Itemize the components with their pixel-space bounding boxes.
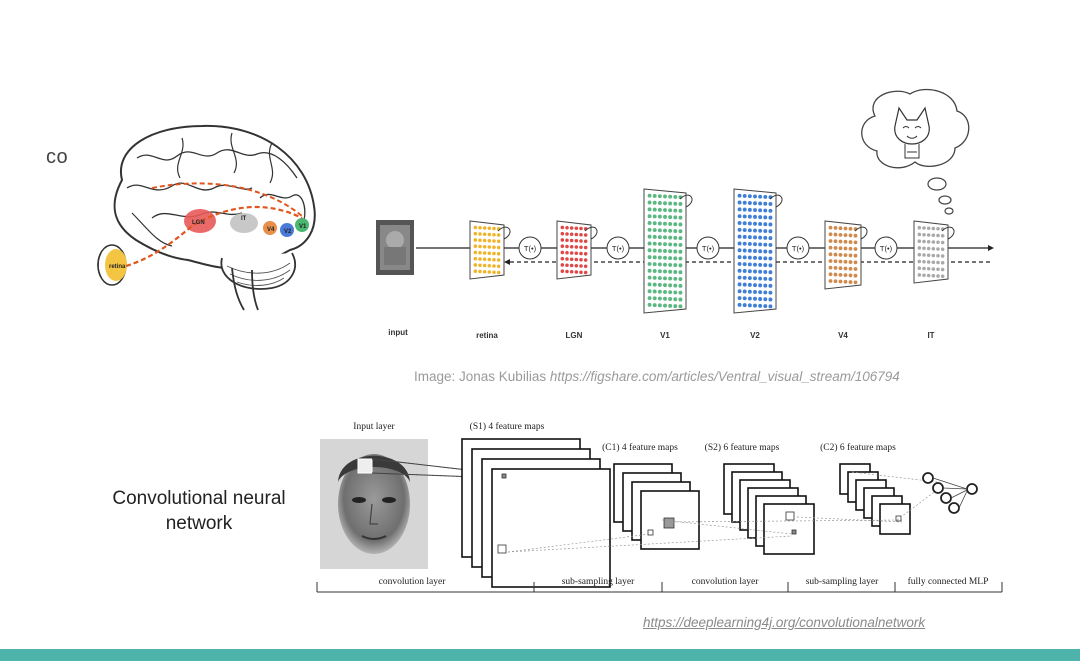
v2-layer [733, 188, 783, 314]
retina-layer [469, 220, 511, 280]
receptive-field-marker [663, 517, 675, 529]
stage-label-v1: V1 [660, 331, 670, 340]
transform-node: T(•) [696, 236, 720, 260]
receptive-field-marker [895, 515, 902, 522]
bracket-label-conv2: convolution layer [692, 577, 760, 587]
cnn-label-c2: (C2) 6 feature maps [820, 442, 896, 453]
mlp-nodes [922, 472, 978, 514]
stage-label-v2: V2 [750, 331, 760, 340]
s2-feature-maps [723, 463, 815, 555]
receptive-field-marker [791, 529, 797, 535]
footer-accent-bar [0, 649, 1080, 661]
cnn-diagram: Input layer (S1) 4 feature maps (C1) 4 f… [316, 421, 1003, 593]
stage-label-retina: retina [476, 331, 498, 340]
cnn-label-input-layer: Input layer [353, 422, 395, 432]
brain-label-v1: V1 [299, 224, 307, 230]
receptive-field-marker [501, 473, 507, 479]
brain-label-retina: retina [109, 264, 126, 270]
image-credit-link[interactable]: https://figshare.com/articles/Ventral_vi… [549, 369, 900, 384]
stage-label-it: IT [927, 331, 934, 340]
transform-node: T(•) [518, 236, 542, 260]
transform-node: T(•) [874, 236, 898, 260]
transform-label: T(•) [880, 244, 893, 253]
v1-layer [643, 188, 693, 314]
input-photo [376, 220, 414, 275]
s1-feature-maps [461, 438, 611, 588]
brain-label-it: IT [241, 216, 247, 222]
image-credit-prefix: Image: Jonas Kubilias [414, 369, 550, 384]
layer-bracket [316, 582, 1003, 593]
lgn-layer [556, 220, 598, 280]
transform-label: T(•) [702, 244, 715, 253]
transform-node: T(•) [786, 236, 810, 260]
brain-label-v2: V2 [284, 229, 292, 235]
image-credit: Image: Jonas Kubilias https://figshare.c… [414, 369, 900, 384]
bracket-label-mlp: fully connected MLP [908, 576, 989, 587]
brain-label-v4: V4 [267, 227, 275, 233]
bracket-label-conv1: convolution layer [379, 577, 447, 587]
transform-label: T(•) [612, 244, 625, 253]
receptive-field-marker [785, 511, 795, 521]
stage-label-v4: V4 [838, 331, 848, 340]
stage-label-lgn: LGN [566, 331, 583, 340]
cnn-label-s2: (S2) 6 feature maps [705, 442, 780, 453]
deeplearning4j-link[interactable]: https://deeplearning4j.org/convolutional… [643, 615, 926, 630]
bracket-label-sub2: sub-sampling layer [806, 577, 879, 587]
it-layer [913, 220, 955, 284]
cnn-label-c1: (C1) 4 feature maps [602, 442, 678, 453]
c1-feature-maps [613, 463, 700, 550]
cnn-label-line1: Convolutional neural [112, 488, 286, 509]
transform-label: T(•) [792, 244, 805, 253]
transform-node: T(•) [606, 236, 630, 260]
brain-illustration: LGN IT V4 V2 V1 retina [97, 124, 316, 311]
cnn-label-line2: network [165, 513, 233, 534]
receptive-field-marker [497, 544, 507, 554]
cnn-label-s1: (S1) 4 feature maps [470, 421, 545, 432]
slide-title-partial: co [46, 146, 69, 168]
receptive-field-marker [647, 529, 654, 536]
bracket-label-sub1: sub-sampling layer [562, 577, 635, 587]
transform-label: T(•) [524, 244, 537, 253]
cnn-label: Convolutional neural network [94, 486, 304, 536]
input-face-image [320, 439, 428, 569]
thought-bubble-cat [861, 88, 970, 215]
stage-label-input: input [388, 328, 408, 337]
brain-label-lgn: LGN [192, 220, 205, 226]
ventral-stream-diagram: T(•) T(•) T(•) T(•) T(•) input retina LGN V1… [376, 188, 994, 340]
v4-layer [824, 220, 868, 290]
c2-feature-maps [839, 463, 911, 535]
